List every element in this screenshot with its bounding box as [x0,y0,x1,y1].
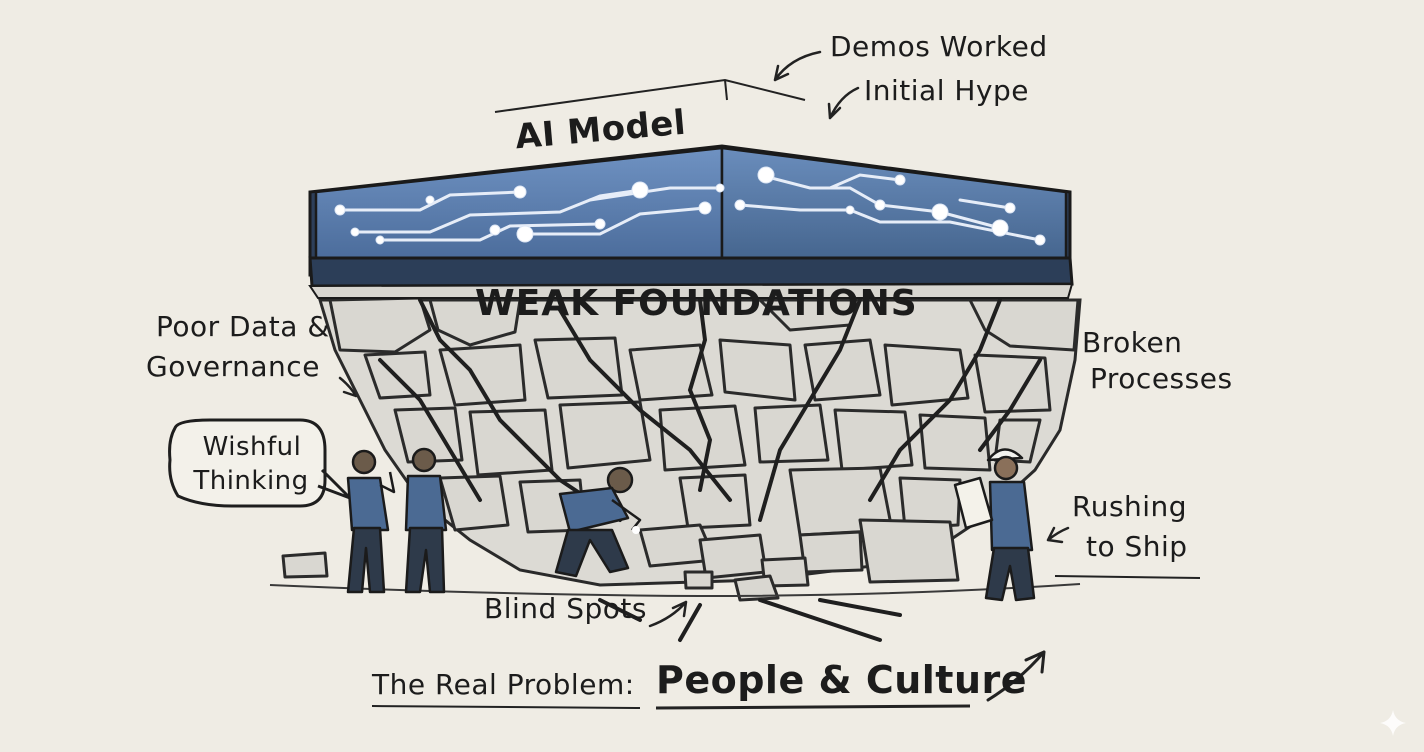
demos-arrow [773,50,822,82]
broken-processes-annotation-line1: Broken [1082,326,1183,359]
worker-standing-left [346,449,396,594]
ai-model-slab [308,144,1074,299]
rushing-to-ship-line1: Rushing [1072,490,1188,523]
blind-spots-annotation: Blind Spots [484,592,647,625]
rushing-arrow [1046,526,1070,544]
rushing-to-ship-line2: to Ship [1086,530,1188,563]
bracket-line [494,78,806,113]
circuit-traces [338,173,1042,242]
poor-data-annotation-line2: Governance [146,350,320,383]
broken-processes-annotation-line2: Processes [1090,362,1233,395]
wishful-thinking-line1: Wishful [202,432,302,462]
blind-arrow [648,600,688,628]
foundation-cracks [378,298,1042,642]
weak-foundations-label: WEAK FOUNDATIONS [475,283,918,324]
worker-standing-right [404,447,448,594]
culture-arrow [986,650,1046,702]
rushing-underline [1054,575,1201,579]
worker-with-clipboard [953,448,1036,602]
demos-worked-annotation: Demos Worked [830,30,1048,63]
hype-arrow [827,86,860,120]
poor-data-annotation-line1: Poor Data & [156,310,330,343]
sparkle-icon [1380,710,1406,736]
initial-hype-annotation: Initial Hype [864,74,1030,107]
people-and-culture-heading: People & Culture [656,658,1028,702]
wishful-thinking-line2: Thinking [193,466,309,496]
speech-bubble [168,418,352,508]
circuit-nodes [334,166,1046,246]
real-problem-prefix: The Real Problem: [372,668,635,701]
worker-crouching [554,466,642,578]
ground-line [269,583,1081,598]
